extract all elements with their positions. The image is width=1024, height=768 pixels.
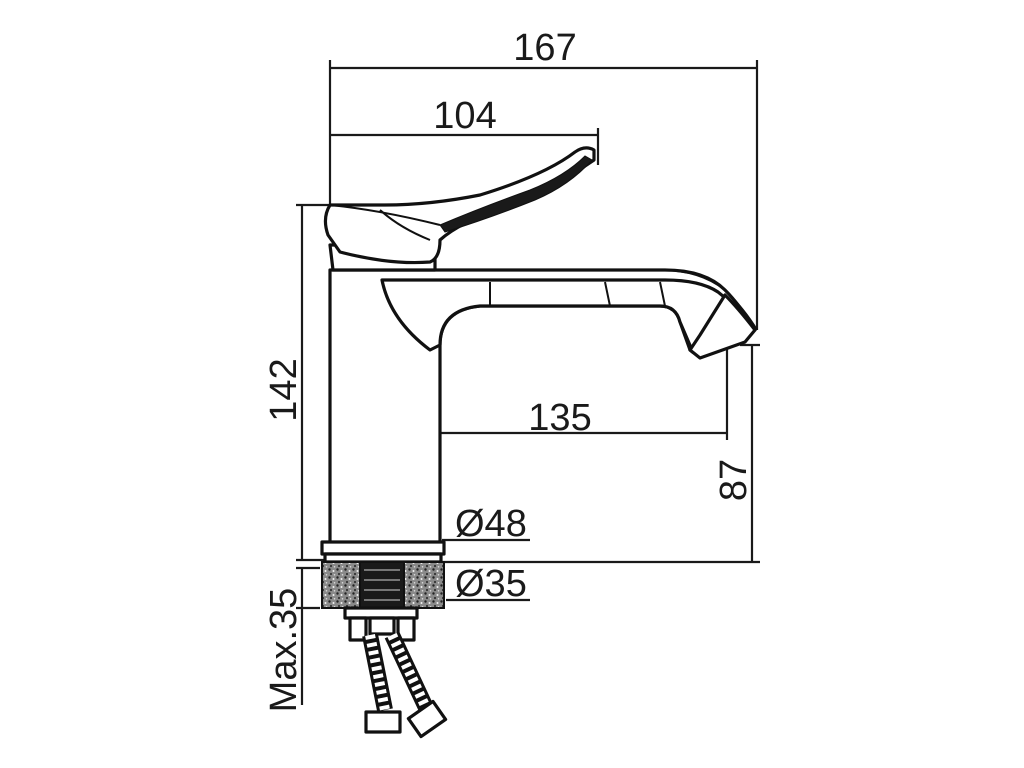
dim-hole-diameter: Ø35 <box>455 563 527 605</box>
dim-total-height: 142 <box>263 358 305 421</box>
dim-handle-length: 104 <box>433 95 496 137</box>
dimension-lines <box>296 60 760 705</box>
faucet-body <box>323 146 758 547</box>
spout-aerator <box>688 293 757 360</box>
dimension-labels: 167 104 142 135 87 Ø48 Ø35 Max.35 <box>263 27 755 712</box>
mounting-shank <box>359 561 405 609</box>
hose-nut-right <box>406 699 448 739</box>
supply-hoses <box>362 631 448 739</box>
dim-spout-height: 87 <box>713 459 755 501</box>
hose-nut-left <box>364 710 402 734</box>
handle-lever <box>323 146 596 265</box>
base-ring <box>320 540 446 556</box>
spout-lower-curve <box>380 278 754 356</box>
dim-max-deck-thickness: Max.35 <box>263 588 305 713</box>
dim-total-width: 167 <box>513 27 576 69</box>
handle-dark-stripe <box>439 155 593 233</box>
dim-spout-reach: 135 <box>528 397 591 439</box>
dim-base-diameter: Ø48 <box>455 503 527 545</box>
faucet-base <box>320 540 446 642</box>
spout-top-edge <box>330 269 758 331</box>
